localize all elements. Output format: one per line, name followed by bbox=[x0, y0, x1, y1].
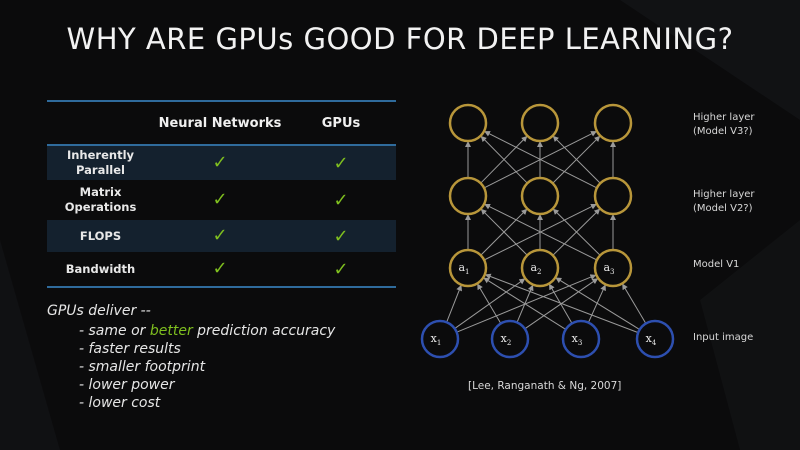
connection-edge bbox=[480, 135, 528, 184]
table-header-rule bbox=[47, 144, 396, 146]
input-node-label: x4 bbox=[646, 332, 657, 347]
benefits-list: GPUs deliver -- - same or better predict… bbox=[47, 303, 335, 412]
checkmark-icon: ✓ bbox=[333, 258, 349, 280]
hidden-unit-node bbox=[593, 248, 633, 288]
row-label: Inherently Parallel bbox=[66, 148, 135, 177]
list-item-prefix: - same or bbox=[79, 323, 150, 339]
connection-edge bbox=[484, 131, 598, 189]
connection-edge bbox=[622, 283, 647, 324]
hidden-node bbox=[593, 176, 633, 216]
list-item-suffix: prediction accuracy bbox=[192, 323, 336, 339]
connection-edge bbox=[477, 283, 502, 324]
neural-network-diagram: a1 a2 a3 x1 x2 x3 x4 bbox=[420, 103, 675, 359]
row-label: Matrix Operations bbox=[64, 185, 137, 214]
table-row: Matrix Operations ✓ ✓ bbox=[47, 180, 396, 220]
benefits-heading: GPUs deliver -- bbox=[47, 303, 151, 319]
connection-edge bbox=[484, 273, 639, 334]
input-node-label: x1 bbox=[431, 332, 442, 347]
hidden-node bbox=[520, 176, 560, 216]
table-row: FLOPS ✓ ✓ bbox=[47, 220, 396, 252]
hidden-unit-node-label: a1 bbox=[458, 261, 469, 276]
hidden-unit-node bbox=[520, 248, 560, 288]
hidden-node bbox=[520, 103, 560, 143]
table-top-rule bbox=[47, 100, 396, 102]
connection-edge bbox=[587, 284, 606, 323]
checkmark-icon: ✓ bbox=[212, 224, 228, 246]
label-line: Higher layer bbox=[693, 112, 755, 123]
connection-edge bbox=[456, 274, 597, 333]
checkmark-icon: ✓ bbox=[212, 151, 228, 173]
highlight-word: better bbox=[149, 323, 193, 339]
label-higher-layer-v3: Higher layer (Model V3?) bbox=[693, 111, 755, 139]
connection-edge bbox=[549, 283, 573, 324]
hidden-unit-node-label: a2 bbox=[530, 261, 541, 276]
label-higher-layer-v2: Higher layer (Model V2?) bbox=[693, 188, 755, 216]
hidden-node bbox=[593, 103, 633, 143]
connection-edge bbox=[552, 208, 601, 256]
table-bottom-rule bbox=[47, 286, 396, 288]
list-item: - smaller footprint bbox=[79, 359, 206, 375]
table-row: Inherently Parallel ✓ ✓ bbox=[47, 146, 396, 180]
label-line: Higher layer bbox=[693, 189, 755, 200]
connection-edges bbox=[446, 131, 647, 334]
label-line: (Model V3?) bbox=[693, 126, 753, 137]
table-row: Bandwidth ✓ ✓ bbox=[47, 252, 396, 286]
row-label: Bandwidth bbox=[65, 261, 136, 276]
list-item: - lower power bbox=[79, 377, 175, 393]
connection-edge bbox=[480, 208, 528, 256]
list-item: - lower cost bbox=[79, 395, 161, 411]
checkmark-icon: ✓ bbox=[333, 152, 349, 174]
slide-title: WHY ARE GPUs GOOD FOR DEEP LEARNING? bbox=[66, 22, 734, 56]
input-node-label: x3 bbox=[572, 332, 583, 347]
checkmark-icon: ✓ bbox=[333, 189, 349, 211]
comparison-table: Neural Networks GPUs Inherently Parallel… bbox=[47, 100, 396, 288]
checkmark-icon: ✓ bbox=[333, 225, 349, 247]
connection-edge bbox=[483, 277, 567, 330]
header-gpus: GPUs bbox=[321, 115, 361, 131]
input-node bbox=[635, 319, 675, 359]
input-node bbox=[561, 319, 601, 359]
label-line: (Model V2?) bbox=[693, 203, 753, 214]
table-header: Neural Networks GPUs bbox=[47, 102, 396, 144]
list-item: - same or better prediction accuracy bbox=[47, 322, 335, 340]
hidden-node bbox=[448, 176, 488, 216]
checkmark-icon: ✓ bbox=[212, 188, 228, 210]
checkmark-icon: ✓ bbox=[212, 257, 228, 279]
connection-edge bbox=[484, 203, 598, 261]
connection-edge bbox=[555, 277, 640, 330]
hidden-unit-node-label: a3 bbox=[603, 261, 614, 276]
network-nodes: a1 a2 a3 x1 x2 x3 x4 bbox=[420, 103, 675, 359]
connection-edge bbox=[480, 208, 528, 256]
label-model-v1: Model V1 bbox=[693, 259, 740, 270]
connection-edge bbox=[552, 135, 601, 184]
header-neural-networks: Neural Networks bbox=[158, 115, 282, 131]
label-input-image: Input image bbox=[693, 332, 754, 343]
hidden-node bbox=[448, 103, 488, 143]
input-node bbox=[420, 319, 460, 359]
connection-edge bbox=[552, 135, 601, 184]
hidden-unit-node bbox=[448, 248, 488, 288]
citation: [Lee, Ranganath & Ng, 2007] bbox=[468, 380, 622, 392]
list-item: - faster results bbox=[79, 341, 181, 357]
connection-edge bbox=[446, 284, 462, 323]
row-label: FLOPS bbox=[79, 228, 122, 243]
input-node bbox=[490, 319, 530, 359]
input-node-label: x2 bbox=[501, 332, 512, 347]
